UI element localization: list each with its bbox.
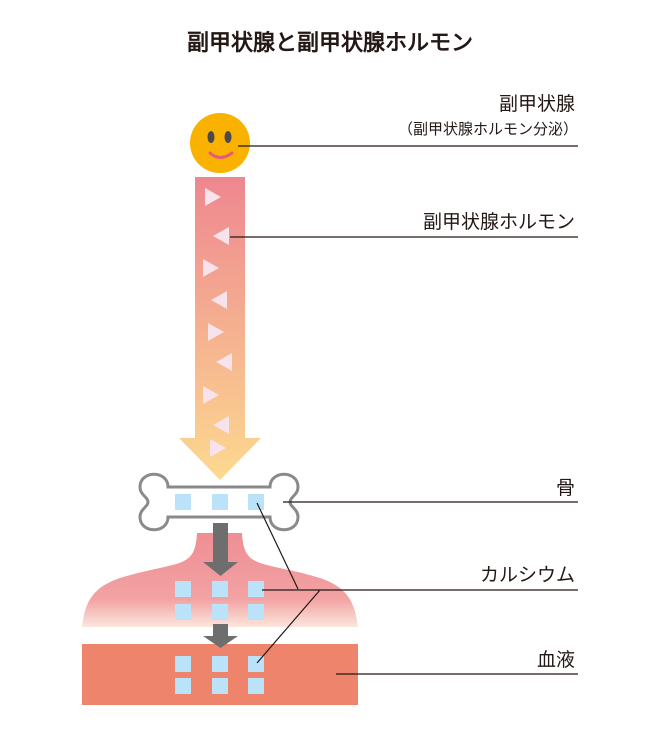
parathyroid-face-icon [190, 113, 250, 173]
blood-rect [82, 644, 358, 705]
hormone-arrow [179, 177, 261, 480]
calcium-square [212, 494, 228, 510]
tissue-to-blood-arrow [203, 624, 238, 648]
hormone-triangle-icon [213, 416, 229, 434]
calcium-square [212, 604, 228, 620]
hormone-triangle-icon [216, 353, 232, 371]
calcium-square [212, 581, 228, 597]
tissue-shape [82, 533, 358, 627]
label-parathyroid-secretion: （副甲状腺ホルモン分泌） [398, 120, 578, 138]
calcium-squares [175, 494, 264, 694]
calcium-square [248, 678, 264, 694]
calcium-square [212, 656, 228, 672]
calcium-square [175, 581, 191, 597]
bone-to-tissue-arrow [203, 523, 238, 576]
hormone-triangle-icon [210, 439, 226, 457]
hormone-triangle-icon [203, 259, 219, 277]
calcium-square [175, 678, 191, 694]
calcium-square [175, 656, 191, 672]
label-calcium: カルシウム [480, 564, 575, 586]
label-blood: 血液 [537, 649, 575, 671]
calcium-square [175, 494, 191, 510]
hormone-triangle-icon [213, 227, 229, 245]
diagram-title: 副甲状腺と副甲状腺ホルモン [187, 31, 473, 56]
calcium-square [175, 604, 191, 620]
label-parathyroid: 副甲状腺 [499, 93, 575, 115]
calcium-square [248, 581, 264, 597]
hormone-triangle-icon [211, 291, 227, 309]
calcium-square [248, 604, 264, 620]
hormone-triangle-icon [203, 386, 219, 404]
calcium-square [248, 494, 264, 510]
leader-lines [230, 145, 578, 675]
hormone-triangle-icon [205, 188, 221, 206]
calcium-square [212, 678, 228, 694]
label-hormone: 副甲状腺ホルモン [423, 211, 575, 233]
hormone-triangle-icon [208, 323, 224, 341]
label-bone: 骨 [556, 477, 575, 499]
